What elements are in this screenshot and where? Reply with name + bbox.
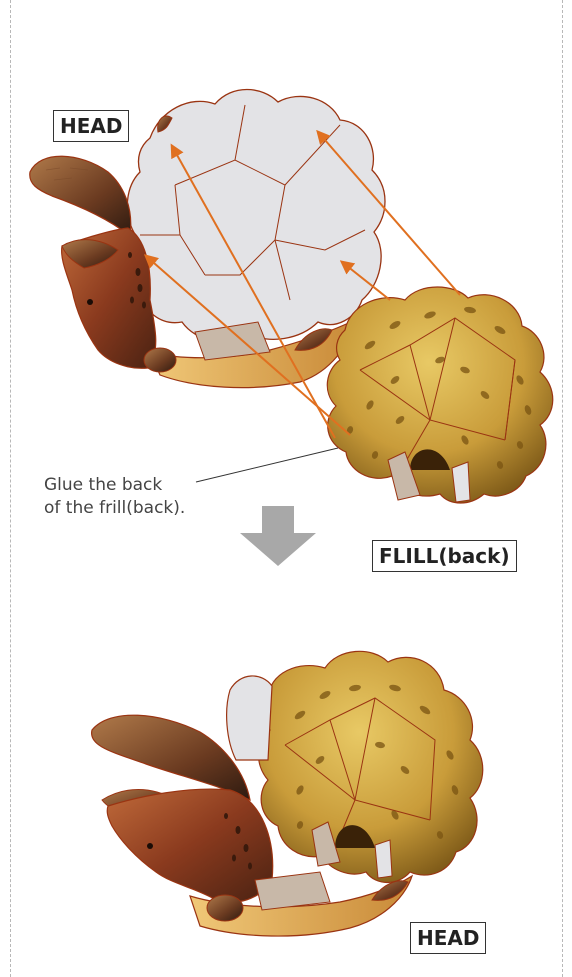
glue-instruction: Glue the back of the frill(back). — [44, 474, 185, 520]
glue-instruction-line1: Glue the back — [44, 474, 185, 497]
frill-back-gold-part — [327, 287, 552, 503]
bottom-assembled-view — [92, 651, 483, 936]
frill-back-label-text: FLILL(back) — [379, 544, 510, 568]
down-arrow-icon — [240, 506, 316, 566]
head-label-bottom-text: HEAD — [417, 926, 479, 950]
top-exploded-view — [30, 90, 553, 504]
head-label-top: HEAD — [53, 110, 129, 142]
assembled-brow-horn — [92, 715, 250, 800]
frill-back-label: FLILL(back) — [372, 540, 517, 572]
head-label-top-text: HEAD — [60, 114, 122, 138]
head-label-bottom: HEAD — [410, 922, 486, 954]
brow-horn-left — [30, 156, 131, 236]
glue-instruction-line2: of the frill(back). — [44, 497, 185, 520]
callout-leader-line — [196, 448, 338, 482]
